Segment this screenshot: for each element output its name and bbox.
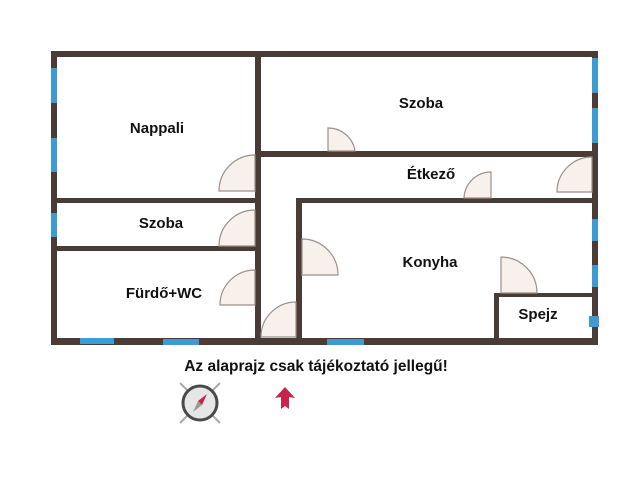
wall-top (51, 51, 598, 57)
wall-right (592, 51, 598, 345)
room-label-szoba-left: Szoba (139, 215, 184, 232)
wall-szoba-bottom (57, 246, 255, 251)
wall-konyha-left (296, 198, 302, 338)
room-label-furdo: Fürdő+WC (126, 285, 202, 302)
walls (51, 51, 598, 345)
door-konyha (301, 238, 339, 276)
window (592, 265, 598, 287)
room-label-szoba-right: Szoba (399, 95, 444, 112)
wall-spejz-left (494, 293, 499, 338)
room-label-etkezo: Étkező (407, 166, 455, 183)
room-label-konyha: Konyha (402, 254, 458, 271)
window (592, 108, 598, 143)
door-furdo (219, 269, 256, 306)
wall-spejz-top (494, 293, 592, 297)
door-nappali (218, 154, 256, 192)
window (592, 219, 598, 241)
wall-bottom (51, 338, 598, 345)
wall-left (51, 51, 57, 345)
door-spejz (500, 256, 538, 294)
window (589, 316, 599, 327)
window (80, 338, 114, 344)
window (51, 213, 57, 237)
door-entrance (260, 301, 297, 338)
door-etkezo (463, 171, 492, 199)
window (592, 58, 598, 93)
window (51, 138, 57, 172)
window (163, 339, 199, 345)
disclaimer-text: Az alaprajz csak tájékoztató jellegű! (184, 358, 448, 375)
door-szoba-right (327, 127, 356, 152)
room-labels: Nappali Szoba Étkező Szoba Konyha Fürdő+… (126, 95, 558, 323)
wall-etkezo-top (261, 151, 592, 157)
compass-icon (179, 382, 221, 424)
door-szoba-left (218, 209, 256, 247)
room-label-spejz: Spejz (518, 306, 557, 323)
windows (51, 58, 599, 345)
north-arrow-icon (275, 387, 295, 409)
wall-hall-left (255, 57, 261, 338)
window (51, 68, 57, 103)
wall-nappali-bottom (57, 198, 255, 203)
doors (218, 127, 593, 338)
wall-konyha-top (296, 198, 592, 203)
door-etkezo-right (556, 156, 593, 193)
room-label-nappali: Nappali (130, 120, 184, 137)
window (327, 339, 364, 345)
